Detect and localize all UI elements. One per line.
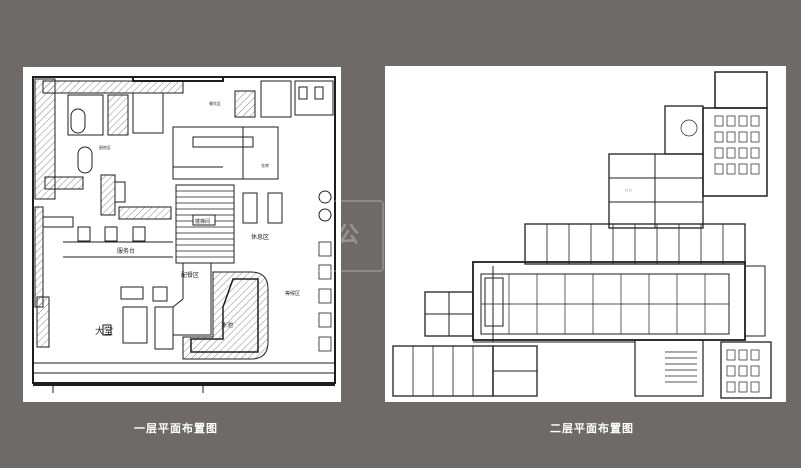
svg-text:□ □: □ □ [625,188,632,192]
floor1-label-kitchen: 厨房区 [99,144,111,150]
floor1-label-service-desk: 服务台 [117,247,135,255]
floor1-label-lobby: 大堂 [95,325,113,337]
floor1-label-pantry: 配餐区 [181,271,199,279]
floor2-plan-panel: □ □ [385,66,786,402]
floor1-label-waiting: 等候区 [285,290,300,297]
floor2-plan-drawing: □ □ [392,71,772,399]
floor1-plan-panel: 大堂 服务台 休息区 泳池 厨房区 配餐区 等候区 楼梯间 仓库 餐饮区 [23,67,341,402]
floor2-caption: 二层平面布置图 [550,422,634,435]
watermark: 公 [312,200,384,272]
floor1-label-stair: 楼梯间 [195,218,210,225]
floor1-caption: 一层平面布置图 [134,422,218,435]
floor1-label-rest-area: 休息区 [251,233,269,241]
floor1-plan-drawing: 大堂 服务台 休息区 泳池 厨房区 配餐区 等候区 楼梯间 仓库 餐饮区 [32,76,336,393]
floor1-label-dining: 餐饮区 [209,100,221,106]
floor1-label-storage: 仓库 [261,162,269,168]
floor1-label-pool: 泳池 [221,321,233,329]
